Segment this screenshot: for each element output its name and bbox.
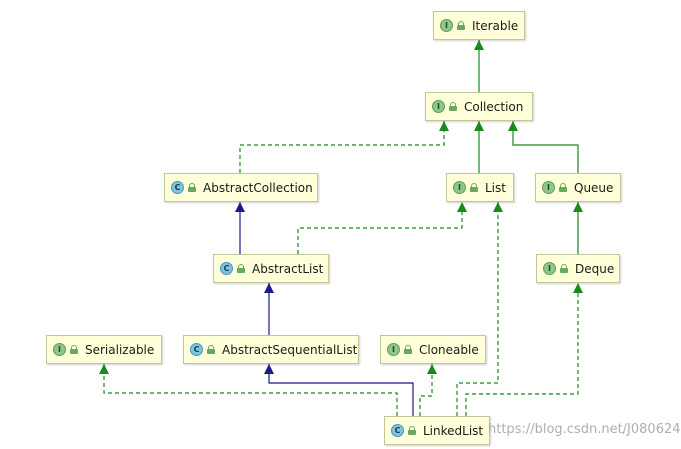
interface-icon: I xyxy=(432,100,445,113)
node-label: Cloneable xyxy=(419,342,479,357)
node-linked-list[interactable]: C LinkedList xyxy=(384,416,490,445)
lock-icon xyxy=(559,183,568,192)
lock-icon xyxy=(560,264,569,273)
edge-linked-list-to-cloneable xyxy=(419,364,433,416)
node-queue[interactable]: I Queue xyxy=(535,173,621,202)
interface-icon: I xyxy=(387,343,400,356)
arrowhead-abstract-list-to-list xyxy=(457,202,467,212)
node-abstract-sequential-list[interactable]: C AbstractSequentialList xyxy=(183,335,359,364)
edge-abstract-collection-to-collection xyxy=(239,121,445,173)
lock-icon xyxy=(408,426,417,435)
node-abstract-collection[interactable]: C AbstractCollection xyxy=(164,173,318,202)
lock-icon xyxy=(207,345,216,354)
edge-linked-list-to-list xyxy=(456,202,499,416)
node-label: LinkedList xyxy=(423,423,484,438)
node-label: Iterable xyxy=(472,18,519,33)
edge-linked-list-to-deque xyxy=(465,283,579,416)
node-abstract-list[interactable]: C AbstractList xyxy=(213,254,329,283)
lock-icon xyxy=(237,264,246,273)
lock-icon xyxy=(404,345,413,354)
node-list[interactable]: I List xyxy=(446,173,514,202)
arrowhead-abstract-list-to-abstract-collection xyxy=(235,202,245,212)
node-label: Serializable xyxy=(85,342,155,357)
node-iterable[interactable]: I Iterable xyxy=(433,11,525,40)
arrowhead-linked-list-to-cloneable xyxy=(427,364,437,374)
interface-icon: I xyxy=(440,19,453,32)
node-collection[interactable]: I Collection xyxy=(425,92,533,121)
interface-icon: I xyxy=(542,181,555,194)
lock-icon xyxy=(188,183,197,192)
interface-icon: I xyxy=(543,262,556,275)
arrowhead-list-to-collection xyxy=(474,121,484,131)
lock-icon xyxy=(457,21,466,30)
arrowhead-linked-list-to-list xyxy=(493,202,503,212)
lock-icon xyxy=(470,183,479,192)
arrowhead-queue-to-collection xyxy=(508,121,518,131)
arrowhead-abstract-sequential-list-to-abstract-list xyxy=(264,283,274,293)
lock-icon xyxy=(70,345,79,354)
watermark-text: https://blog.csdn.net/J080624 xyxy=(488,422,681,437)
node-label: List xyxy=(485,180,506,195)
arrowhead-linked-list-to-serializable xyxy=(99,364,109,374)
node-label: Collection xyxy=(464,99,524,114)
arrowhead-linked-list-to-abstract-sequential-list xyxy=(264,364,274,374)
node-label: AbstractList xyxy=(252,261,324,276)
node-cloneable[interactable]: I Cloneable xyxy=(380,335,486,364)
node-label: AbstractCollection xyxy=(203,180,313,195)
node-serializable[interactable]: I Serializable xyxy=(46,335,162,364)
edge-queue-to-collection xyxy=(512,121,579,173)
node-deque[interactable]: I Deque xyxy=(536,254,620,283)
arrowhead-collection-to-iterable xyxy=(474,40,484,50)
lock-icon xyxy=(449,102,458,111)
interface-icon: I xyxy=(53,343,66,356)
node-label: Queue xyxy=(574,180,614,195)
class-icon: C xyxy=(171,181,184,194)
arrowhead-abstract-collection-to-collection xyxy=(439,121,449,131)
class-icon: C xyxy=(190,343,203,356)
interface-icon: I xyxy=(453,181,466,194)
arrowhead-deque-to-queue xyxy=(573,202,583,212)
arrowhead-linked-list-to-deque xyxy=(573,283,583,293)
node-label: AbstractSequentialList xyxy=(222,342,358,357)
node-label: Deque xyxy=(575,261,615,276)
edge-linked-list-to-serializable xyxy=(103,364,398,416)
edge-linked-list-to-abstract-sequential-list xyxy=(268,364,414,416)
class-icon: C xyxy=(220,262,233,275)
class-icon: C xyxy=(391,424,404,437)
edge-abstract-list-to-list xyxy=(297,202,463,254)
